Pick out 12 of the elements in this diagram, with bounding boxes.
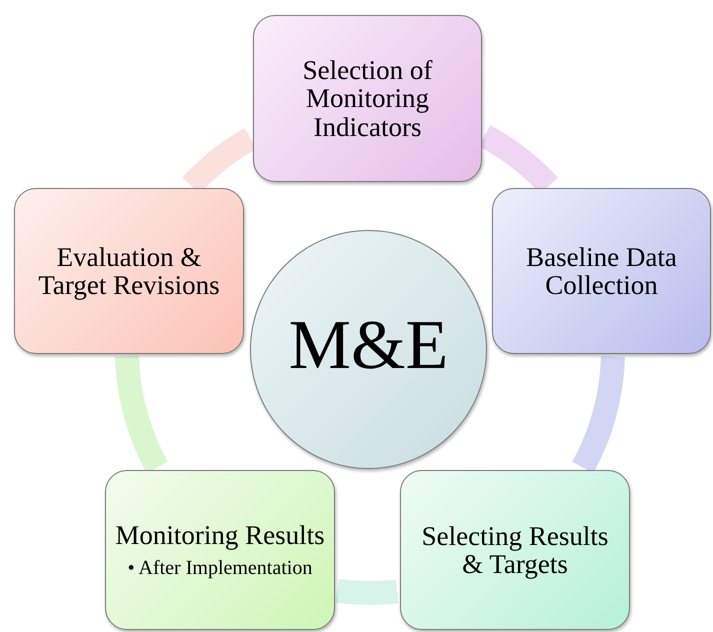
process-box [253, 15, 482, 182]
node-label: Monitoring Results [114, 521, 326, 550]
node-label: Selection of Monitoring Indicators [302, 56, 434, 142]
process-box [105, 470, 335, 630]
process-box [14, 188, 244, 354]
node-label: M&E [288, 308, 450, 382]
node-label: Selecting Results & Targets [420, 522, 610, 578]
process-box [400, 470, 630, 630]
process-box [492, 188, 711, 354]
node-label: Evaluation & Target Revisions [37, 242, 221, 300]
bullet-text: • After Implementation [126, 558, 314, 579]
node-label: Baseline Data Collection [525, 242, 678, 300]
